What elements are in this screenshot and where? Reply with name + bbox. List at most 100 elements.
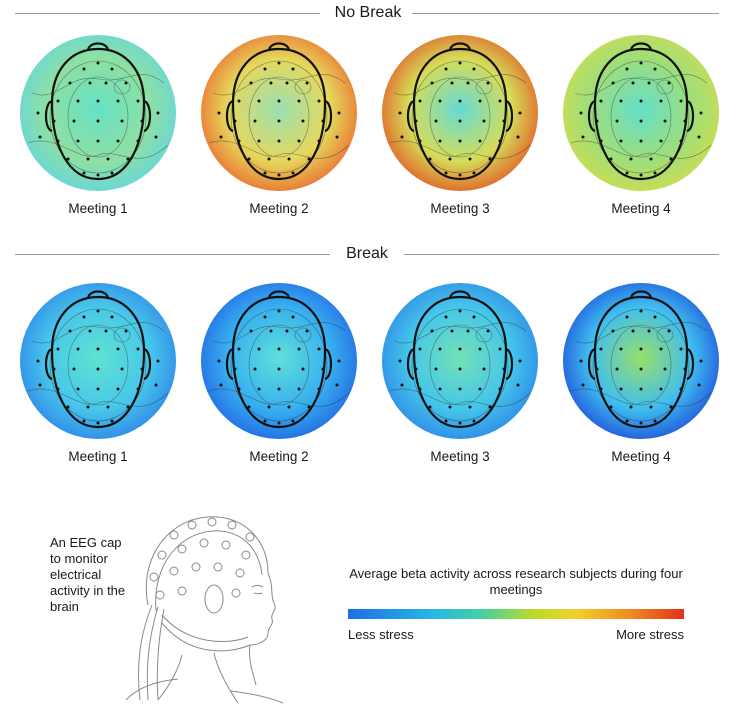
no-break-meeting-2-label: Meeting 2 <box>249 201 309 216</box>
electrode-dot <box>116 99 120 103</box>
electrode-dot <box>257 387 261 391</box>
electrode-dot <box>233 119 237 123</box>
electrode-dot <box>418 99 422 103</box>
electrode-dot <box>140 119 144 123</box>
electrode-dot <box>579 111 583 115</box>
eeg-cap-illustration <box>125 516 284 704</box>
break-meeting-3-map <box>382 283 538 439</box>
legend-title: Average beta activity across research su… <box>349 566 683 597</box>
head-outline <box>406 42 514 181</box>
heat-disc <box>563 35 719 191</box>
electrode-dot <box>647 329 651 333</box>
electrode-dot <box>697 383 701 387</box>
electrode-dot <box>444 67 448 71</box>
electrode-dot <box>639 139 643 143</box>
break-meeting-1-map <box>20 283 176 439</box>
electrode-dot <box>468 405 472 409</box>
electrode-dot <box>516 383 520 387</box>
electrode-dot <box>679 139 683 143</box>
electrode-dot <box>478 347 482 351</box>
electrode-dot <box>679 387 683 391</box>
electrode-dot <box>237 139 241 143</box>
heat-disc <box>382 283 538 439</box>
electrode-dot <box>444 315 448 319</box>
contour-lines <box>570 60 712 174</box>
electrode-dot <box>448 405 452 409</box>
heat-disc <box>201 35 357 191</box>
no-break-meeting-1-map <box>20 35 176 191</box>
electrode-dot <box>287 157 291 161</box>
electrode-dot <box>96 309 100 313</box>
electrode-dot <box>466 329 470 333</box>
electrode-dot <box>458 173 462 177</box>
stress-color-scale <box>348 609 684 619</box>
electrode-dot <box>498 99 502 103</box>
electrode-dot <box>398 359 402 363</box>
electrode-dot <box>126 157 130 161</box>
electrode-dot <box>434 367 438 371</box>
electrode-dot <box>400 383 404 387</box>
electrode-dot <box>458 61 462 65</box>
electrode-dot <box>263 419 267 423</box>
break-rule-right <box>404 254 719 255</box>
electrode-dot <box>269 81 273 85</box>
electrode-dot <box>277 99 281 103</box>
electrode-dot <box>458 99 462 103</box>
electrode-dot <box>104 329 108 333</box>
electrode-dot <box>599 99 603 103</box>
electrode-dot <box>518 359 522 363</box>
break-meeting-4-map <box>563 283 719 439</box>
electrode-dot <box>277 61 281 65</box>
electrode-dot <box>82 67 86 71</box>
electrode-dot <box>438 139 442 143</box>
electrode-dot <box>631 329 635 333</box>
electrode-dot <box>317 139 321 143</box>
electrode-dot <box>609 157 613 161</box>
electrode-dot <box>317 387 321 391</box>
electrode-dot <box>219 135 223 139</box>
electrode-dot <box>679 99 683 103</box>
electrode-dot <box>267 405 271 409</box>
electrode-dots <box>36 309 160 425</box>
electrode-dot <box>667 81 671 85</box>
electrode-dot <box>458 367 462 371</box>
electrode-dot <box>124 329 128 333</box>
electrode-dot <box>136 347 140 351</box>
electrode-dot <box>619 387 623 391</box>
electrode-dot <box>448 157 452 161</box>
electrode-dot <box>96 421 100 425</box>
electrode-dot <box>82 171 86 175</box>
head-outline <box>406 290 514 429</box>
electrode-dot <box>615 367 619 371</box>
electrode-dot <box>611 329 615 333</box>
electrode-dot <box>116 139 120 143</box>
electrode-dot <box>76 139 80 143</box>
electrode-dot <box>116 347 120 351</box>
electrode-dot <box>217 111 221 115</box>
head-outline <box>225 290 333 429</box>
electrode-dot <box>120 119 124 123</box>
electrode-dot <box>96 61 100 65</box>
electrode-dot <box>96 387 100 391</box>
electrode-dot <box>269 329 273 333</box>
electrode-dot <box>697 135 701 139</box>
electrode-dot <box>317 99 321 103</box>
electrode-dot <box>82 315 86 319</box>
electrode-dot <box>659 139 663 143</box>
electrode-dot <box>430 329 434 333</box>
electrode-dot <box>321 119 325 123</box>
electrode-dot <box>249 329 253 333</box>
head-outline <box>225 42 333 181</box>
break-meeting-2-map <box>201 283 357 439</box>
electrode-dot <box>56 99 60 103</box>
electrode-dot <box>76 347 80 351</box>
electrode-dot <box>438 99 442 103</box>
electrode-dot <box>120 367 124 371</box>
electrode-dot <box>472 315 476 319</box>
electrode-dots <box>579 309 703 425</box>
electrode-dot <box>639 309 643 313</box>
electrode-dot <box>639 387 643 391</box>
electrode-dot <box>277 309 281 313</box>
electrode-dot <box>257 139 261 143</box>
electrode-dot <box>156 111 160 115</box>
